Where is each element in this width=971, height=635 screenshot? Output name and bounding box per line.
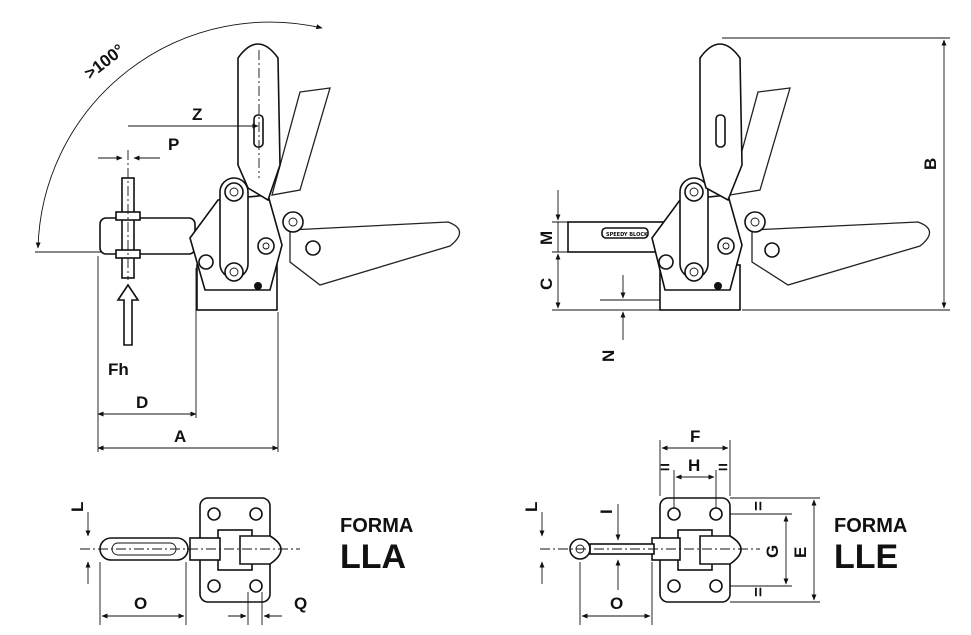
dim-f-label: F: [690, 427, 700, 446]
dim-p-label: P: [168, 135, 179, 154]
dim-i-label: I: [597, 509, 616, 514]
dim-a-label: A: [174, 427, 186, 446]
svg-text:SPEEDY BLOCK: SPEEDY BLOCK: [606, 232, 649, 238]
angle-label: >100°: [81, 40, 128, 83]
svg-text:=: =: [749, 587, 768, 597]
forma-lle-word: FORMA: [834, 515, 907, 537]
opening-angle-arc: [35, 21, 323, 249]
force-arrow-icon: [116, 283, 140, 346]
dim-m-label: M: [537, 231, 556, 245]
forma-lla-code: LLA: [340, 538, 406, 576]
dim-b-label: B: [921, 158, 940, 170]
forma-lle-code: LLE: [834, 538, 898, 576]
dim-c-label: C: [537, 278, 556, 290]
dim-q-label: Q: [294, 594, 307, 613]
svg-text:=: =: [718, 458, 728, 477]
dim-l-label-lle: L: [522, 502, 541, 512]
dim-d-label: D: [136, 393, 148, 412]
dim-n-label: N: [599, 350, 618, 362]
dim-e-label: E: [791, 547, 810, 558]
dim-o-label-lla: O: [134, 594, 147, 613]
top-view-lla: L O Q FORMA LLA: [68, 497, 413, 625]
dim-h-label: H: [688, 456, 700, 475]
svg-text:=: =: [660, 458, 670, 477]
svg-text:=: =: [749, 501, 768, 511]
forma-lla-word: FORMA: [340, 515, 413, 537]
force-label: Fh: [108, 360, 129, 379]
dim-g-label: G: [763, 545, 782, 558]
dim-o-label-lle: O: [610, 594, 623, 613]
side-view-lla: Fh >100° Z P D A: [35, 21, 461, 452]
top-view-lle: L I O F H = = G E = = FORMA LLE: [522, 427, 907, 625]
dim-l-label-lla: L: [68, 502, 87, 512]
dim-z-label: Z: [192, 105, 202, 124]
side-view-lle: SPEEDY BLOCK B M C N: [537, 37, 950, 362]
